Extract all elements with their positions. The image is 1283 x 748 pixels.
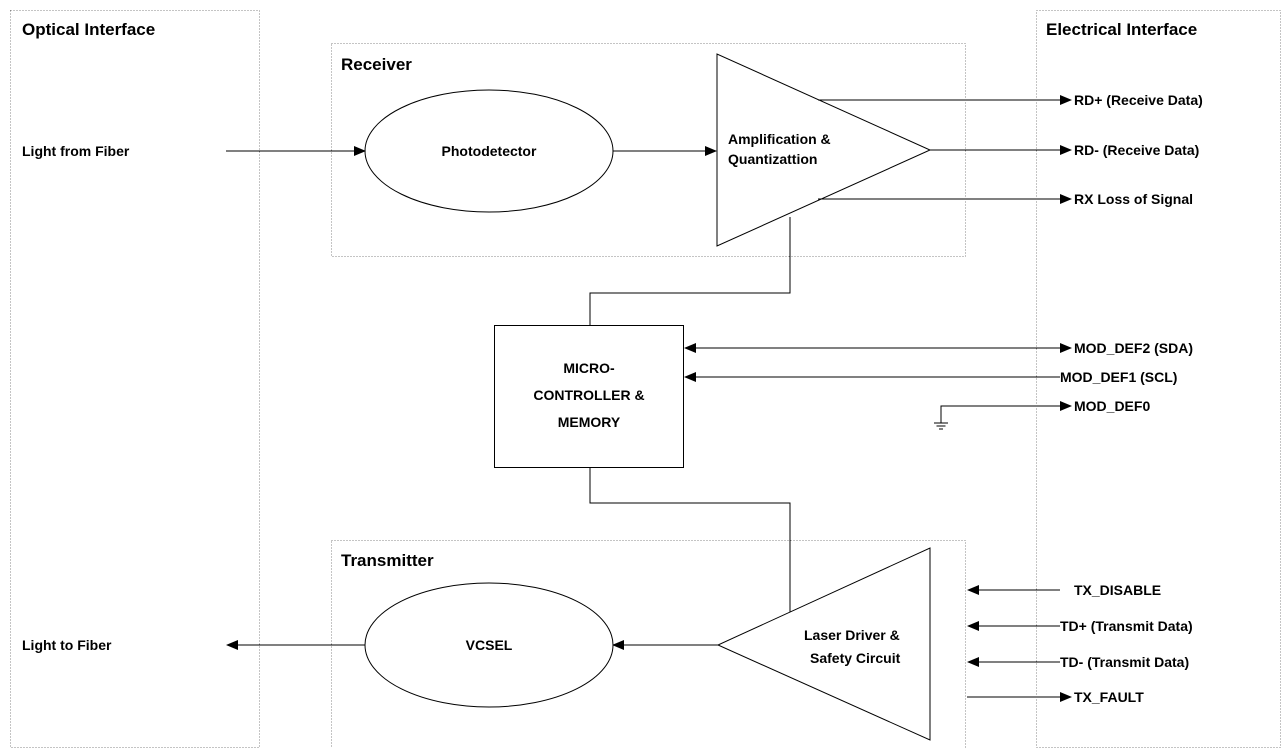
- mod-def2-label: MOD_DEF2 (SDA): [1074, 340, 1193, 356]
- mod-def0-arrowhead: [1060, 401, 1072, 411]
- td-plus-arrowhead: [967, 621, 979, 631]
- mod-def0-line: [940, 405, 1060, 423]
- td-minus-arrowhead: [967, 657, 979, 667]
- mod-def2-arrowhead-right: [1060, 343, 1072, 353]
- light-out-arrowhead: [226, 640, 238, 650]
- receiver-title: Receiver: [341, 55, 412, 74]
- microcontroller-label-line1: MICRO-: [563, 360, 615, 376]
- mod-def2-arrowhead-left: [684, 343, 696, 353]
- amp-to-mcu-line: [589, 217, 791, 325]
- light-to-fiber-label: Light to Fiber: [22, 637, 112, 653]
- electrical-interface-title: Electrical Interface: [1046, 20, 1197, 39]
- microcontroller-label-line2: CONTROLLER &: [533, 387, 644, 403]
- tx-fault-arrowhead: [1060, 692, 1072, 702]
- td-plus-label: TD+ (Transmit Data): [1060, 618, 1193, 634]
- laser-driver-label-line2: Safety Circuit: [810, 650, 901, 666]
- photodetector-label: Photodetector: [442, 143, 537, 159]
- mod-def1-arrowhead: [684, 372, 696, 382]
- transmitter-region: [331, 540, 966, 748]
- tx-fault-label: TX_FAULT: [1074, 689, 1144, 705]
- light-in-arrowhead: [354, 146, 366, 156]
- transmitter-title: Transmitter: [341, 551, 434, 570]
- rx-los-arrowhead: [1060, 194, 1072, 204]
- rx-los-label: RX Loss of Signal: [1074, 191, 1193, 207]
- rd-plus-arrowhead: [1060, 95, 1072, 105]
- rd-minus-label: RD- (Receive Data): [1074, 142, 1199, 158]
- receiver-region: [331, 43, 966, 257]
- amplifier-triangle: [716, 53, 932, 247]
- tx-disable-label: TX_DISABLE: [1074, 582, 1161, 598]
- electrical-interface-panel: [1036, 10, 1281, 748]
- optical-interface-title: Optical Interface: [22, 20, 155, 39]
- vcsel-label: VCSEL: [466, 637, 513, 653]
- mod-def0-label: MOD_DEF0: [1074, 398, 1150, 414]
- laser-driver-triangle: [716, 547, 931, 741]
- pd-to-amp-arrowhead: [705, 146, 717, 156]
- tx-disable-arrowhead: [967, 585, 979, 595]
- rd-minus-arrowhead: [1060, 145, 1072, 155]
- laser-driver-label-line1: Laser Driver &: [804, 627, 900, 643]
- mcu-to-driver-line: [589, 467, 791, 612]
- td-minus-label: TD- (Transmit Data): [1060, 654, 1189, 670]
- driver-to-vcsel-arrowhead: [612, 640, 624, 650]
- microcontroller-label-line3: MEMORY: [558, 414, 621, 430]
- microcontroller-box: [494, 325, 684, 468]
- mod-def1-label: MOD_DEF1 (SCL): [1060, 369, 1177, 385]
- rd-plus-label: RD+ (Receive Data): [1074, 92, 1203, 108]
- amplifier-label-line2: Quantizattion: [728, 151, 817, 167]
- amplifier-label-line1: Amplification &: [728, 131, 831, 147]
- light-from-fiber-label: Light from Fiber: [22, 143, 130, 159]
- ground-icon: [934, 422, 948, 430]
